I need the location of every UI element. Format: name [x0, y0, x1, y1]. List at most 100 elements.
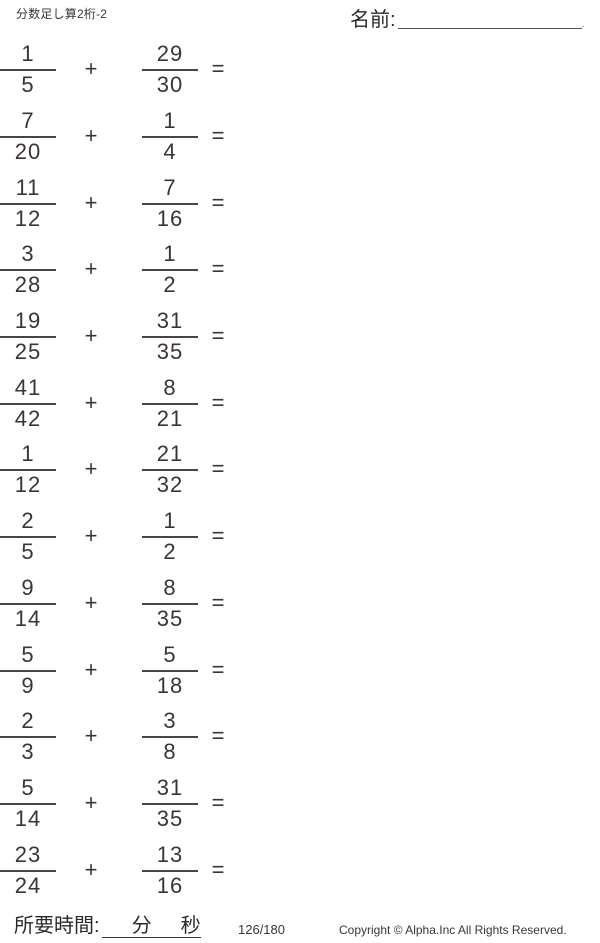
- right-denominator: 32: [156, 472, 184, 497]
- equals-sign: =: [211, 857, 225, 882]
- fraction-bar: [0, 403, 56, 405]
- left-denominator: 9: [21, 673, 35, 698]
- fraction-bar: [0, 870, 56, 872]
- right-numerator: 7: [163, 175, 177, 200]
- fraction-bar: [0, 136, 56, 138]
- left-denominator: 12: [14, 472, 42, 497]
- time-blank-line[interactable]: 分 秒: [101, 913, 201, 938]
- fraction-bar: [142, 269, 198, 271]
- right-denominator: 35: [156, 806, 184, 831]
- plus-sign: +: [84, 790, 98, 815]
- right-denominator: 2: [163, 539, 177, 564]
- left-denominator: 14: [14, 806, 42, 831]
- left-numerator: 11: [15, 175, 41, 200]
- time-required-field: 所要時間: 分 秒: [14, 913, 201, 938]
- fraction-bar: [0, 803, 56, 805]
- left-numerator: 1: [21, 441, 35, 466]
- equals-sign: =: [211, 123, 225, 148]
- equals-sign: =: [211, 456, 225, 481]
- plus-sign: +: [84, 323, 98, 348]
- minutes-unit: 分: [131, 915, 152, 937]
- plus-sign: +: [84, 723, 98, 748]
- left-denominator: 5: [21, 72, 35, 97]
- plus-sign: +: [84, 857, 98, 882]
- right-denominator: 16: [156, 873, 184, 898]
- right-numerator: 29: [156, 41, 184, 66]
- worksheet-title: 分数足し算2桁-2: [16, 7, 108, 21]
- left-denominator: 42: [14, 406, 42, 431]
- left-numerator: 2: [21, 508, 35, 533]
- left-numerator: 5: [21, 642, 35, 667]
- left-denominator: 14: [14, 606, 42, 631]
- fraction-bar: [0, 69, 56, 71]
- right-numerator: 3: [163, 708, 177, 733]
- page-number: 126/180: [238, 922, 285, 937]
- fraction-bar: [142, 536, 198, 538]
- name-field: 名前: .: [350, 5, 584, 31]
- fraction-bar: [142, 336, 198, 338]
- right-denominator: 21: [156, 406, 184, 431]
- plus-sign: +: [84, 657, 98, 682]
- plus-sign: +: [84, 256, 98, 281]
- name-blank-line[interactable]: [397, 10, 582, 29]
- left-numerator: 1: [21, 41, 35, 66]
- equals-sign: =: [211, 590, 225, 615]
- fraction-bar: [142, 136, 198, 138]
- right-denominator: 18: [156, 673, 184, 698]
- equals-sign: =: [211, 190, 225, 215]
- left-numerator: 7: [21, 108, 35, 133]
- left-denominator: 24: [14, 873, 42, 898]
- plus-sign: +: [84, 123, 98, 148]
- equals-sign: =: [211, 790, 225, 815]
- fraction-bar: [0, 736, 56, 738]
- left-denominator: 3: [21, 739, 35, 764]
- fraction-bar: [142, 603, 198, 605]
- fraction-bar: [142, 69, 198, 71]
- fraction-bar: [0, 469, 56, 471]
- right-denominator: 35: [156, 606, 184, 631]
- right-numerator: 8: [163, 375, 177, 400]
- fraction-bar: [0, 603, 56, 605]
- fraction-bar: [142, 403, 198, 405]
- name-label: 名前:: [350, 9, 396, 31]
- left-numerator: 5: [21, 775, 35, 800]
- left-numerator: 2: [21, 708, 35, 733]
- right-numerator: 1: [163, 108, 177, 133]
- left-numerator: 41: [14, 375, 42, 400]
- copyright-notice: Copyright © Alpha.Inc All Rights Reserve…: [339, 923, 567, 937]
- equals-sign: =: [211, 723, 225, 748]
- right-denominator: 2: [163, 272, 177, 297]
- fraction-bar: [142, 870, 198, 872]
- plus-sign: +: [84, 590, 98, 615]
- plus-sign: +: [84, 190, 98, 215]
- left-numerator: 23: [14, 842, 42, 867]
- right-denominator: 4: [163, 139, 177, 164]
- left-denominator: 5: [21, 539, 35, 564]
- fraction-bar: [0, 670, 56, 672]
- equals-sign: =: [211, 657, 225, 682]
